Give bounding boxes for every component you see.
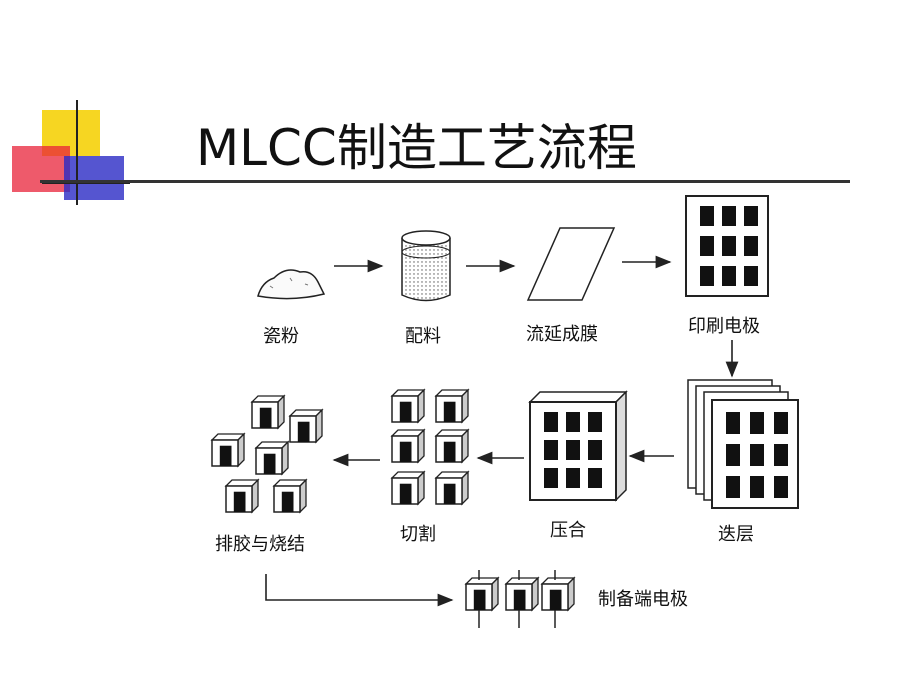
cut-chips-icon <box>390 388 470 506</box>
printed-sheet-icon <box>685 195 769 297</box>
step-label: 流延成膜 <box>526 324 598 345</box>
title-divider <box>40 180 850 183</box>
page-title: MLCC制造工艺流程 <box>196 119 637 177</box>
beaker-icon <box>401 230 451 302</box>
stacked-sheets-icon <box>687 379 799 509</box>
step-label: 压合 <box>550 520 586 541</box>
film-sheet-icon <box>526 227 616 301</box>
step-label: 配料 <box>405 326 441 347</box>
decorative-squares <box>12 100 130 205</box>
step-label: 印刷电极 <box>688 316 760 337</box>
step-label: 迭层 <box>718 524 754 545</box>
terminated-chips-icon <box>464 570 576 628</box>
flow-arrows <box>265 255 739 607</box>
powder-icon <box>257 269 326 300</box>
step-label: 制备端电极 <box>598 589 688 610</box>
step-label: 瓷粉 <box>263 326 299 347</box>
laminated-block-icon <box>528 390 628 502</box>
step-label: 切割 <box>400 524 436 545</box>
step-label: 排胶与烧结 <box>215 534 305 555</box>
sintered-chips-icon <box>210 394 324 514</box>
